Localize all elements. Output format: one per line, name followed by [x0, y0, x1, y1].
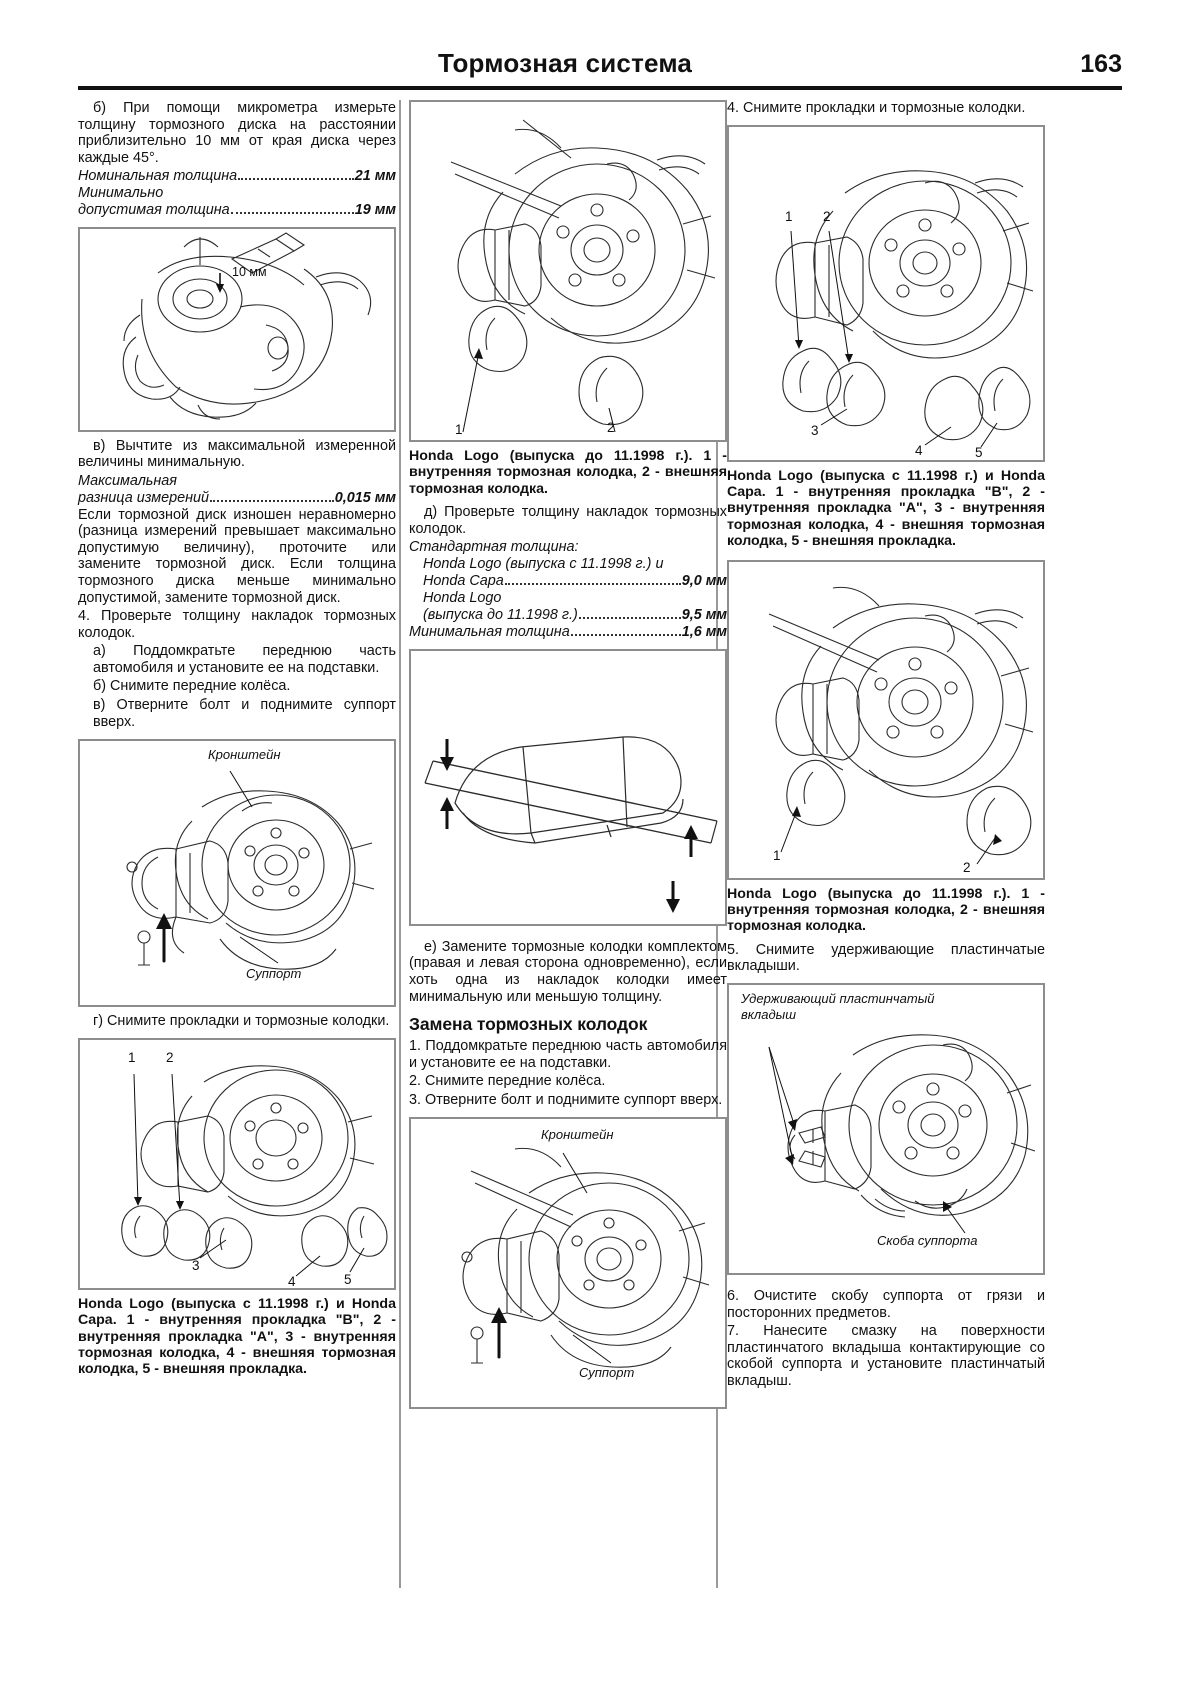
spec-standard-2: (выпуска до 11.1998 г.) 9,5 мм	[409, 607, 727, 624]
item-1: 1. Поддомкратьте переднюю часть автомоби…	[409, 1038, 727, 1071]
spec-value: 9,5 мм	[681, 607, 727, 624]
figure-callout-2: 2	[607, 420, 615, 435]
column-middle: 1 2 Honda Logo (выпуска до 11.1998 г.). …	[409, 100, 727, 1415]
spec-maxdiff-label-line1: Максимальная	[78, 472, 177, 489]
paragraph-e: е) Замените тормозные колодки комплектом…	[409, 938, 727, 1005]
item-3: 3. Отверните болт и поднимите суппорт вв…	[409, 1091, 723, 1108]
figure-label-retaining-insert-line1: Удерживающий пластинчатый	[741, 991, 935, 1007]
spec-value: 1,6 мм	[681, 624, 727, 640]
spec-standard-2-line1: Honda Logo	[423, 590, 502, 607]
figure-label-caliper: Суппорт	[246, 966, 302, 982]
caption-figure-4: Honda Logo (выпуска до 11.1998 г.). 1 - …	[409, 448, 727, 497]
spec-standard-header: Стандартная толщина:	[409, 539, 579, 556]
caption-figure-8: Honda Logo (выпуска до 11.1998 г.). 1 - …	[727, 885, 1045, 935]
leader-dots	[238, 178, 354, 181]
spec-standard-1-line1: Honda Logo (выпуска с 11.1998 г.) и	[423, 556, 664, 573]
spec-min-thickness: допустимая толщина 19 мм	[78, 202, 396, 219]
spec-value: 19 мм	[354, 201, 396, 218]
item-4b: б) Снимите передние колёса.	[93, 678, 291, 695]
spec-max-difference: разница измерений 0,015 мм	[78, 490, 396, 507]
caption-figure-7: Honda Logo (выпуска с 11.1998 г.) и Hond…	[727, 467, 1045, 550]
spec-label: Номинальная толщина	[78, 168, 238, 185]
figure-callout-1: 1	[773, 847, 781, 863]
figure-pads-exploded-right: 1 2 3 4 5	[727, 124, 1045, 462]
item-4: 4. Проверьте толщину накладок тормозных …	[78, 608, 396, 641]
column-divider-1	[399, 100, 401, 1588]
figure-caliper-bracket-2: Кронштейн Суппорт	[409, 1116, 727, 1409]
paragraph-v: в) Вычтите из максимальной измеренной ве…	[78, 437, 396, 471]
figure-callout-4: 4	[288, 1273, 296, 1289]
spec-label: разница измерений	[78, 489, 210, 506]
item-5: 5. Снимите удерживающие пластинчатые вкл…	[727, 941, 1045, 975]
figure-pads-old-right: 1 2	[727, 559, 1045, 880]
spec-value: 21 мм	[354, 168, 396, 185]
figure-callout-2: 2	[963, 859, 971, 875]
leader-dots	[578, 617, 681, 620]
spec-label: допустимая толщина	[78, 201, 230, 218]
leader-dots	[210, 499, 334, 502]
figure-callout-5: 5	[975, 444, 983, 460]
figure-label-caliper-clip: Скоба суппорта	[877, 1233, 978, 1249]
paragraph-g: г) Снимите прокладки и тормозные колодки…	[93, 1013, 390, 1030]
spec-value: 0,015 мм	[334, 489, 396, 506]
leader-dots	[570, 634, 681, 636]
figure-label-bracket: Кронштейн	[208, 747, 281, 763]
figure-retaining-insert: Удерживающий пластинчатый вкладыш Скоба …	[727, 983, 1045, 1276]
figure-callout-4: 4	[915, 442, 923, 458]
page-title: Тормозная система	[438, 48, 693, 78]
figure-pad-thickness	[409, 648, 727, 926]
paragraph-d: д) Проверьте толщину накладок тормозных …	[409, 504, 727, 537]
figure-callout-1: 1	[785, 208, 793, 224]
paragraph-disc-wear: Если тормозной диск изношен неравномерно…	[78, 506, 396, 606]
leader-dots	[230, 211, 354, 214]
spec-minimum-thickness: Минимальная толщина 1,6 мм	[409, 624, 727, 641]
item-4a: а) Поддомкратьте переднюю часть автомоби…	[93, 643, 396, 676]
column-right: 4. Снимите прокладки и тормозные колодки…	[727, 100, 1045, 1392]
figure-pads-logo-old: 1 2	[409, 100, 727, 442]
spec-nominal-thickness: Номинальная толщина 21 мм	[78, 168, 396, 185]
column-left: б) При помощи микрометра измерьте толщин…	[78, 100, 396, 1378]
caption-figure-3: Honda Logo (выпуска с 11.1998 г.) и Hond…	[78, 1295, 396, 1378]
item-4-right: 4. Снимите прокладки и тормозные колодки…	[727, 100, 1026, 116]
spec-value: 9,0 мм	[681, 573, 727, 590]
figure-callout-2: 2	[166, 1049, 174, 1065]
item-6: 6. Очистите скобу суппорта от грязи и по…	[727, 1288, 1045, 1321]
figure-callout-3: 3	[192, 1257, 200, 1273]
leader-dots	[504, 583, 681, 586]
figure-caliper-bracket: Кронштейн Суппорт	[78, 739, 396, 1008]
figure-label-retaining-insert-line2: вкладыш	[741, 1007, 797, 1023]
spec-label: Honda Capa	[423, 573, 504, 590]
figure-dimension-label: 10 мм	[232, 264, 267, 279]
figure-pads-exploded-logo-new: 1 2 3 4 5	[78, 1037, 396, 1290]
paragraph-b: б) При помощи микрометра измерьте толщин…	[78, 100, 396, 166]
item-4v: в) Отверните болт и поднимите суппорт вв…	[93, 697, 396, 730]
spec-label: Минимальная толщина	[409, 624, 570, 640]
figure-callout-3: 3	[811, 422, 819, 438]
figure-disc-measurement: 10 мм	[78, 226, 396, 432]
figure-callout-5: 5	[344, 1271, 352, 1287]
figure-callout-1: 1	[128, 1049, 136, 1065]
spec-label: (выпуска до 11.1998 г.)	[423, 607, 578, 624]
section-header-pad-replacement: Замена тормозных колодок	[409, 1014, 648, 1035]
page-number: 163	[1080, 50, 1122, 78]
item-2: 2. Снимите передние колёса.	[409, 1073, 606, 1090]
figure-label-caliper: Суппорт	[579, 1364, 635, 1380]
spec-standard-1: Honda Capa 9,0 мм	[409, 573, 727, 590]
figure-label-bracket: Кронштейн	[541, 1126, 614, 1142]
figure-callout-1: 1	[455, 422, 463, 437]
spec-min-label-line1: Минимально	[78, 185, 164, 202]
item-7: 7. Нанесите смазку на поверхности пласти…	[727, 1323, 1045, 1389]
figure-callout-2: 2	[823, 208, 831, 224]
header-divider	[78, 86, 1122, 90]
page-header: Тормозная система 163	[78, 48, 1122, 92]
